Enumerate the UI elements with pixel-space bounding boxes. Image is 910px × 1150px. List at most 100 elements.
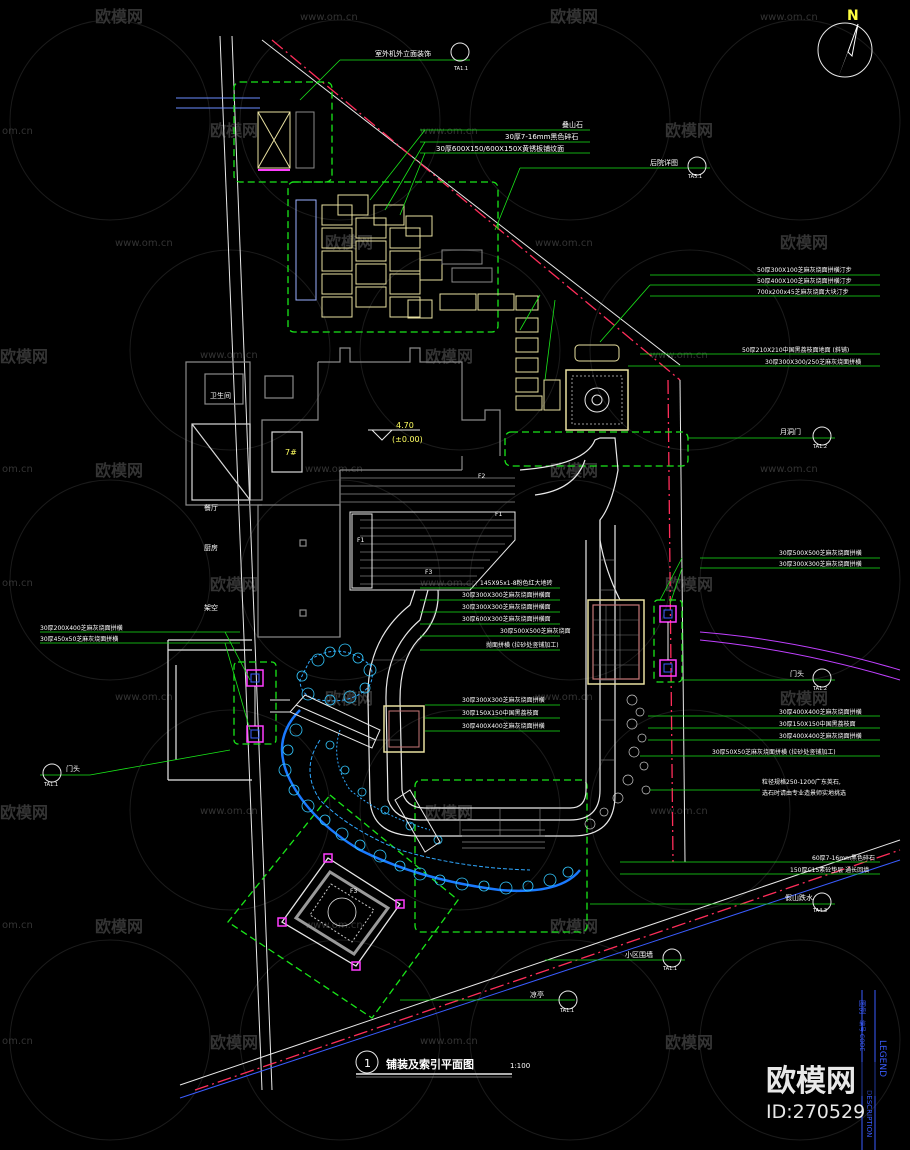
label-black-150: 30厚150X150中国黑荔枝面	[779, 720, 856, 728]
ref-gate-left: TA1.1	[43, 782, 58, 788]
watermark-url: www.om.cn	[420, 126, 478, 137]
label-paving-300b: 30厚300X300芝麻灰烧面拼横	[779, 560, 862, 568]
paving-path	[367, 437, 621, 837]
ref-rockery: TA4.3	[812, 908, 827, 914]
watermark-url: www.om.cn	[300, 12, 358, 23]
watermark-brand: 欧模网	[95, 7, 143, 26]
legend-desc: DESCRIPTION	[865, 1090, 873, 1137]
watermark-corner: 欧模网 ID:270529	[760, 1062, 878, 1123]
watermark-brand: 欧模网	[550, 917, 598, 936]
label-paving-50: 30厚50X50芝麻灰烧面拼横 (拉砂处竖铺加工)	[712, 748, 836, 756]
gate-right	[659, 605, 677, 677]
label-paving-500: 30厚500X500芝麻灰烧面拼横	[779, 549, 862, 557]
label-center-4: 30厚600X300芝麻灰烧面拼横面	[462, 615, 551, 623]
watermark-url: www.om.cn	[760, 12, 818, 23]
marker-f3: F3	[425, 569, 432, 576]
site-boundary	[176, 35, 901, 1099]
watermark-brand: 欧模网	[780, 689, 828, 708]
pebble-edge	[278, 643, 574, 895]
label-gravel-note-1: 60厚7-16mm黑色碎石	[812, 854, 875, 862]
marker-f2: F2	[478, 473, 485, 480]
label-moon-gate: 月洞门	[780, 427, 801, 436]
watermark-url: www.om.cn	[650, 350, 708, 361]
watermark-url: www.om.cn	[535, 692, 593, 703]
watermark-brand: 欧模网	[210, 1033, 258, 1052]
label-rockery: 假山跌水	[785, 893, 813, 902]
gate-left	[246, 669, 290, 743]
watermark-brand: 欧模网	[550, 7, 598, 26]
watermark-url: www.om.cn	[420, 578, 478, 589]
legend-strip: 图例 编号 CODE LEGEND DESCRIPTION	[858, 990, 887, 1150]
rockery-stones	[584, 694, 651, 830]
pavilion	[277, 853, 405, 971]
watermark-brand: 欧模网	[325, 233, 373, 252]
marker-f1: F1	[357, 537, 364, 544]
ac-unit	[257, 111, 315, 171]
watermark-url: www.om.cn	[305, 920, 363, 931]
label-center-1: 145X95x1-8粉色红大地砖	[480, 579, 553, 587]
elevation-value: 4.70	[396, 421, 414, 430]
label-center-6: 抛面拼横 (拉砂处竖铺加工)	[486, 641, 559, 649]
legend-title: 图例	[858, 1000, 867, 1014]
watermark-url: www.om.cn	[420, 1036, 478, 1047]
label-center-2: 30厚300X300芝麻灰烧面拼横面	[462, 591, 551, 599]
label-pavilion: 凉亭	[530, 990, 544, 999]
label-stepping-2: 50厚400X100芝麻灰烧面拼横汀步	[757, 277, 852, 285]
legend-code: 编号 CODE	[858, 1020, 866, 1051]
ref-community-wall: TA1.1	[662, 966, 677, 972]
ref-backyard: TA5.1	[687, 174, 702, 180]
label-paving-300: 30厚300X300/250芝麻灰烧面拼横	[765, 358, 861, 366]
watermark-url: www.om.cn	[760, 464, 818, 475]
ref-pavilion: TA1.1	[559, 1008, 574, 1014]
room-dining: 餐厅	[204, 503, 218, 512]
watermark-url: om.cn	[2, 464, 33, 475]
legend-en: LEGEND	[877, 1040, 887, 1077]
label-center-5: 30厚500X500芝麻灰烧面	[500, 627, 571, 635]
label-left-paving-2: 30厚450x50芝麻灰烧面拼横	[40, 635, 118, 643]
watermark-brand: 欧模网	[665, 121, 713, 140]
label-sandstone: 30厚600X150/600X150X黄锈板铺纹面	[436, 144, 564, 153]
label-pebble-note-1: 粒径规格250-1200广东英石,	[762, 778, 841, 786]
stepping-stone-garden	[295, 194, 620, 411]
bottom-stairs	[462, 829, 545, 849]
watermark-url: om.cn	[2, 920, 33, 931]
marker-f1b: F1	[495, 511, 502, 518]
ref-moon-gate: TA1.2	[812, 444, 827, 450]
watermark-brand: 欧模网	[0, 347, 48, 366]
label-community-wall: 小区围墙	[625, 950, 653, 959]
square-plaza	[565, 369, 629, 431]
label-center-3: 30厚300X300芝麻灰烧面拼横面	[462, 603, 551, 611]
label-gate-left: 门头	[66, 764, 80, 773]
label-left-paving-1: 30厚200X400芝麻灰烧面拼横	[40, 624, 123, 632]
ref-gate-right: TA1.2	[812, 686, 827, 692]
watermark-brand: 欧模网	[95, 917, 143, 936]
building	[167, 347, 501, 781]
label-backyard: 后院详图	[650, 158, 678, 167]
room-kitchen: 厨房	[204, 543, 218, 552]
timber-deck	[349, 511, 516, 591]
watermark-url: www.om.cn	[535, 238, 593, 249]
drawing-title-text: 铺装及索引平面图	[386, 1057, 474, 1071]
label-facade-sign: 室外机外立面装饰	[375, 49, 431, 58]
label-stepping-1: 50厚300X100芝麻灰烧面拼横汀步	[757, 266, 852, 274]
building-grid-ticks	[340, 477, 515, 503]
watermark-corner-id: ID:270529	[766, 1101, 865, 1123]
north-label: N	[847, 8, 859, 24]
label-gravel: 30厚7-16mm黑色碎石	[505, 132, 578, 141]
watermark-brand: 欧模网	[425, 803, 473, 822]
label-center-low-3: 30厚400X400芝麻灰烧面拼横	[462, 722, 545, 730]
elevation-marker: 4.70 (±0.00)	[368, 421, 423, 444]
watermark-url: www.om.cn	[115, 692, 173, 703]
watermark-url: www.om.cn	[650, 806, 708, 817]
dashed-zones	[227, 81, 689, 1019]
label-center-low-1: 30厚300X300芝麻灰烧面拼横	[462, 696, 545, 704]
watermark-url: om.cn	[2, 1036, 33, 1047]
watermark-brand: 欧模网	[0, 803, 48, 822]
watermark-url: www.om.cn	[200, 350, 258, 361]
label-stepping-3: 700x200x45芝麻灰烧面大块汀步	[757, 288, 849, 296]
path-joints	[368, 559, 615, 836]
watermark-url: www.om.cn	[305, 464, 363, 475]
watermark-brand: 欧模网	[665, 1033, 713, 1052]
watermark-url: om.cn	[2, 126, 33, 137]
label-rock: 叠山石	[562, 120, 583, 129]
